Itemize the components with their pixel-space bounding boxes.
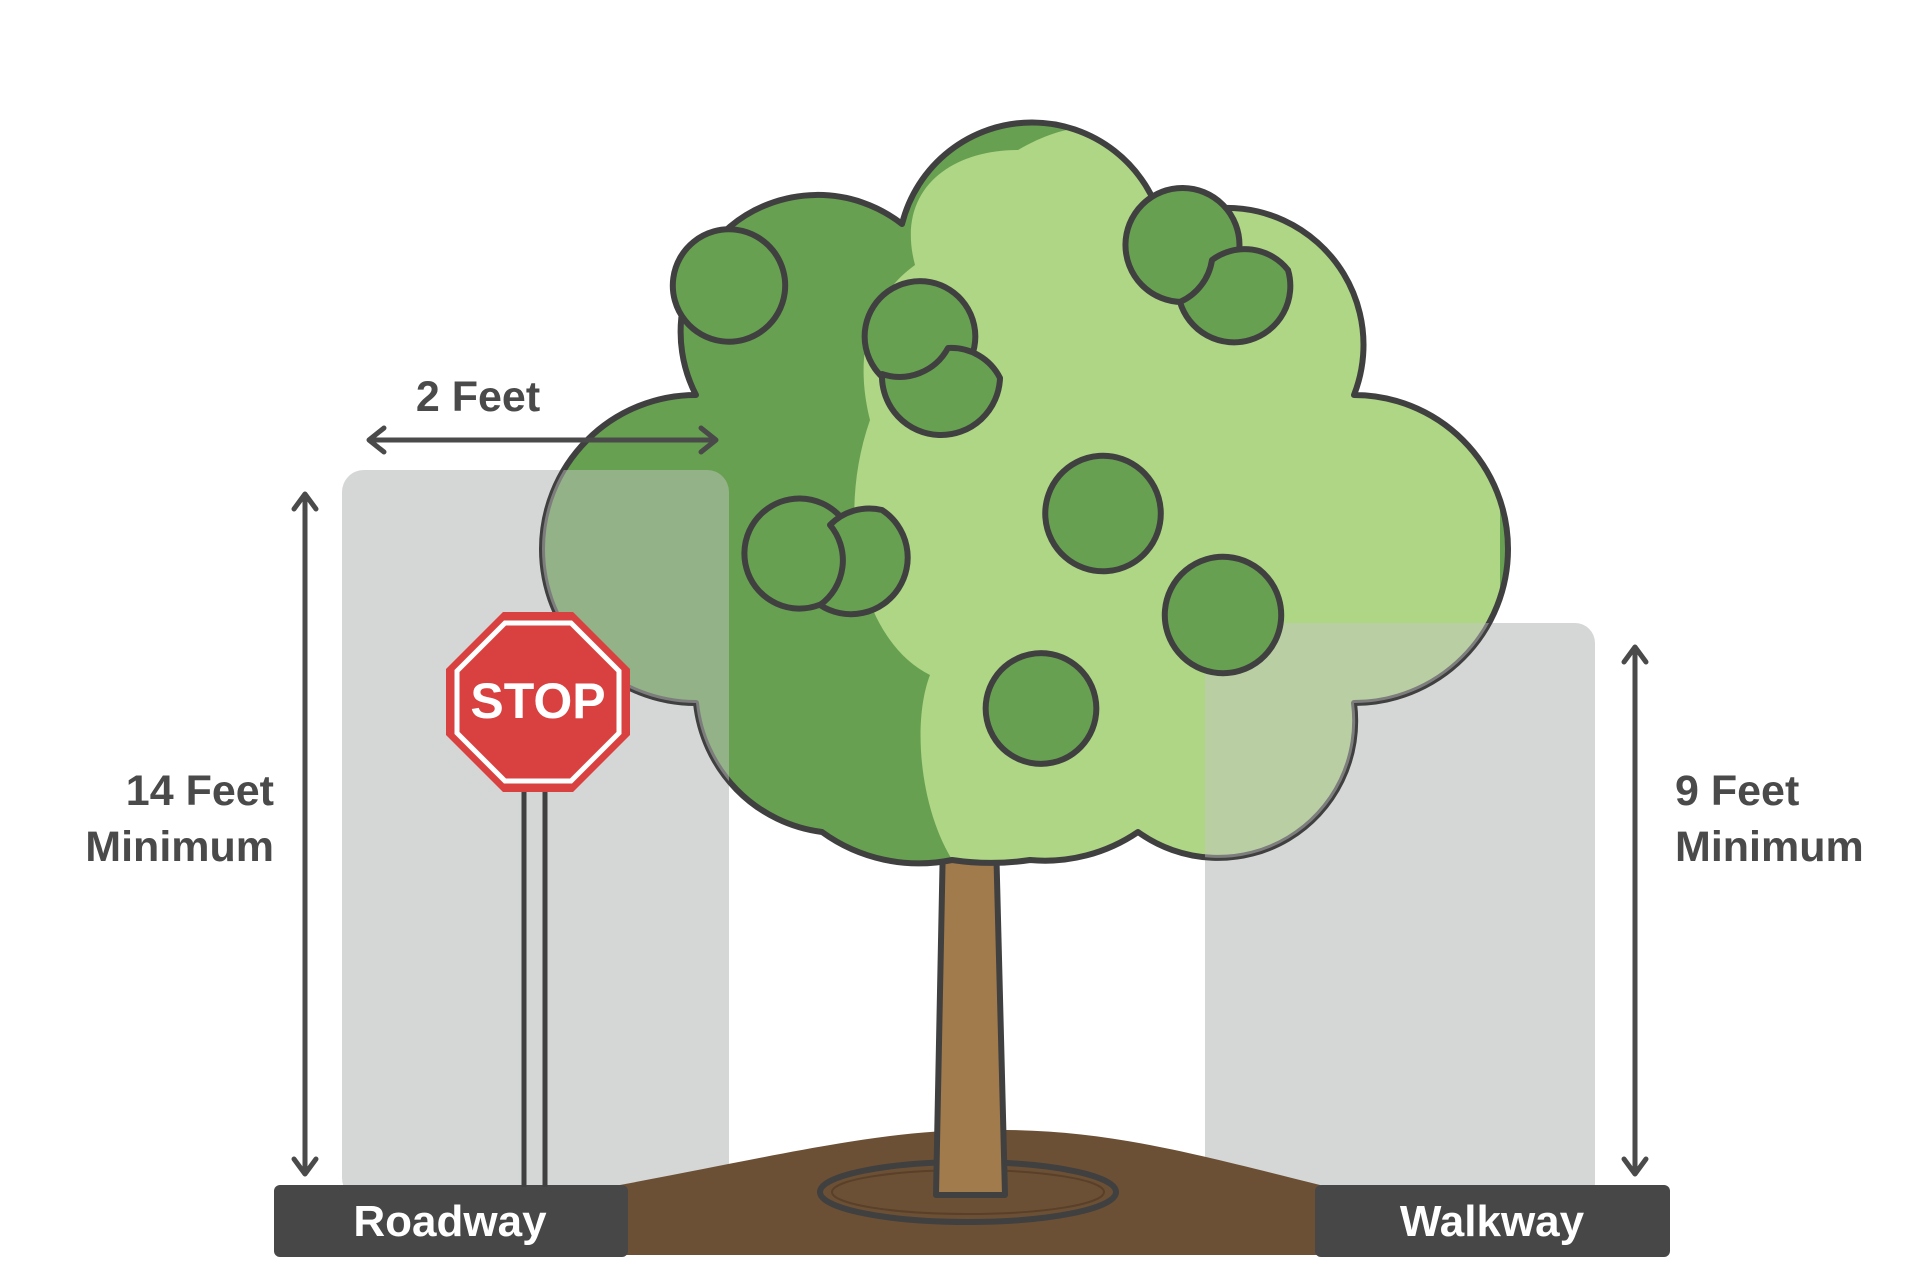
left-height-label-line1: 14 Feet (126, 767, 274, 815)
leaf (1161, 553, 1285, 677)
leaf (669, 226, 789, 345)
right-height-label-line2: Minimum (1675, 823, 1864, 871)
leaf (1177, 246, 1294, 346)
offset-label: 2 Feet (416, 373, 540, 421)
leaf (817, 505, 911, 618)
right-height-label-line1: 9 Feet (1675, 767, 1799, 815)
right-height-arrow (1621, 644, 1649, 1177)
stop-sign-text: STOP (470, 673, 605, 729)
walkway-surface (1315, 1185, 1670, 1257)
left-height-arrow (291, 491, 319, 1177)
roadway-surface (274, 1185, 628, 1257)
leaf (1042, 452, 1164, 575)
left-height-label-line2: Minimum (85, 823, 274, 871)
stop-sign-face (446, 612, 630, 792)
leaf (878, 344, 1003, 439)
offset-arrow (366, 425, 719, 455)
leaves (669, 184, 1294, 767)
leaf (982, 650, 1100, 767)
walkway-label: Walkway (1400, 1197, 1585, 1246)
dimension-arrows (291, 425, 1649, 1177)
stop-sign: STOP (446, 612, 630, 1187)
roadway-label: Roadway (353, 1197, 547, 1246)
roadway-clearance-overlay (542, 470, 729, 864)
stop-sign-border (454, 620, 622, 784)
